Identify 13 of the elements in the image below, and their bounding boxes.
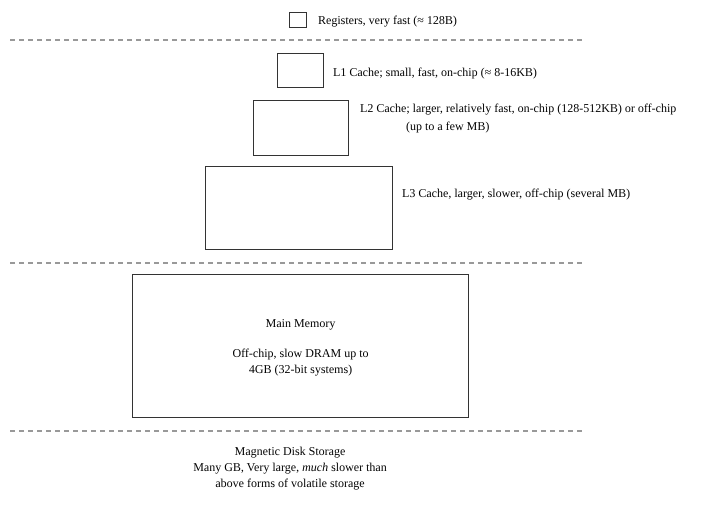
memory-box <box>132 274 469 418</box>
box-title: Main Memory <box>266 315 336 331</box>
level-caption: L1 Cache; small, fast, on-chip (≈ 8-16KB) <box>333 64 537 81</box>
level-box <box>253 100 349 156</box>
level-box <box>289 12 307 28</box>
level-caption: L2 Cache; larger, relatively fast, on-chip (128-512KB) or off-chip (up to a few MB) <box>360 100 678 135</box>
box-description: Off-chip, slow DRAM up to 4GB (32-bit systems) <box>231 345 370 377</box>
storage-description: Many GB, Very large, much slower than above forms of volatile storage <box>192 459 388 491</box>
level-box <box>205 166 393 250</box>
level-caption: Registers, very fast (≈ 128B) <box>318 12 457 29</box>
level-box <box>277 53 324 88</box>
storage-title: Magnetic Disk Storage <box>234 443 346 459</box>
level-caption: L3 Cache, larger, slower, off-chip (several MB) <box>402 185 630 202</box>
